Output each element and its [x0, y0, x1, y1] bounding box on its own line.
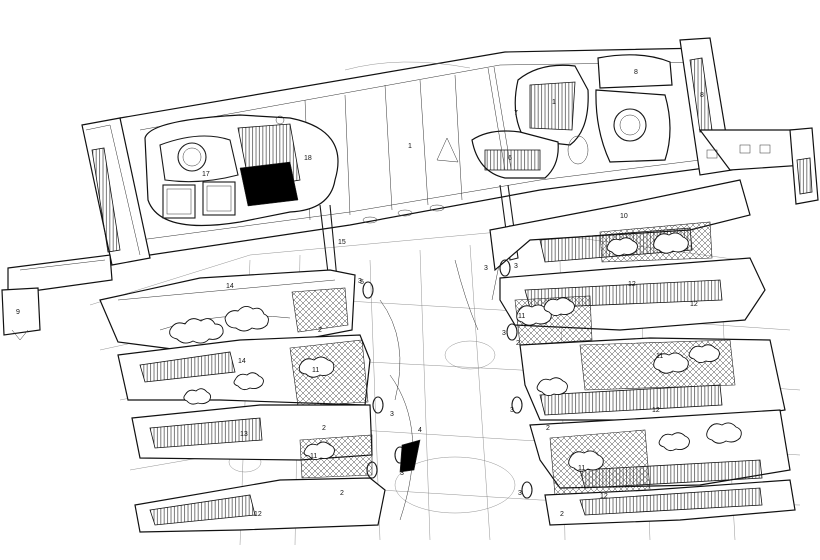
room-label: 2: [546, 425, 550, 432]
room-label: 17: [202, 171, 210, 178]
right-lamellas: [489, 179, 796, 526]
room-label: 3: [502, 330, 506, 337]
room-label: 11: [518, 313, 525, 320]
room-label: 3: [514, 263, 518, 270]
room-label: 11: [578, 465, 585, 472]
room-label: 2: [322, 425, 326, 432]
room-label: 12: [690, 301, 698, 308]
room-label: 3: [484, 265, 488, 272]
pavilions: [471, 54, 673, 179]
room-label: 8: [700, 92, 704, 99]
room-label: 13: [240, 431, 248, 438]
room-label: 2: [340, 490, 344, 497]
room-label: 3: [358, 278, 362, 285]
room-label: 7: [514, 110, 518, 117]
room-label: 12: [628, 281, 636, 288]
room-label: 6: [508, 155, 512, 162]
room-label: 15: [338, 239, 346, 246]
room-label: 18: [304, 155, 312, 162]
room-label: 3: [390, 411, 394, 418]
left-wing: [1, 117, 151, 341]
room-label: 12: [254, 511, 262, 518]
room-label: 9: [16, 309, 20, 316]
room-label: 1: [408, 143, 412, 150]
entrances: [362, 259, 533, 499]
room-label: 11: [656, 353, 663, 360]
room-label: 3: [400, 470, 404, 477]
room-label: 8: [634, 69, 638, 76]
room-label: 3: [518, 490, 522, 497]
room-label: 12: [652, 407, 660, 414]
room-label: 11: [310, 453, 317, 460]
room-label: 1: [552, 99, 556, 106]
trees: [169, 232, 742, 472]
right-wing: [679, 37, 819, 205]
room-label: 2: [560, 511, 564, 518]
room-label: 2: [516, 340, 520, 347]
room-label: 10: [620, 213, 628, 220]
room-labels: 1 1 2 2 2 2 2 2 3 3 3 3 3 3 3 3 4 5 6 7 …: [16, 69, 704, 518]
room-label: 2: [318, 327, 322, 334]
room-label: 11: [312, 367, 319, 374]
room-label: 5: [360, 279, 364, 286]
room-label: 12: [600, 493, 608, 500]
room-label: 4: [418, 427, 422, 434]
room-label: 14: [238, 358, 246, 365]
room-label: 3: [510, 407, 514, 414]
room-label: 14: [226, 283, 234, 290]
auditorium: [144, 114, 339, 227]
